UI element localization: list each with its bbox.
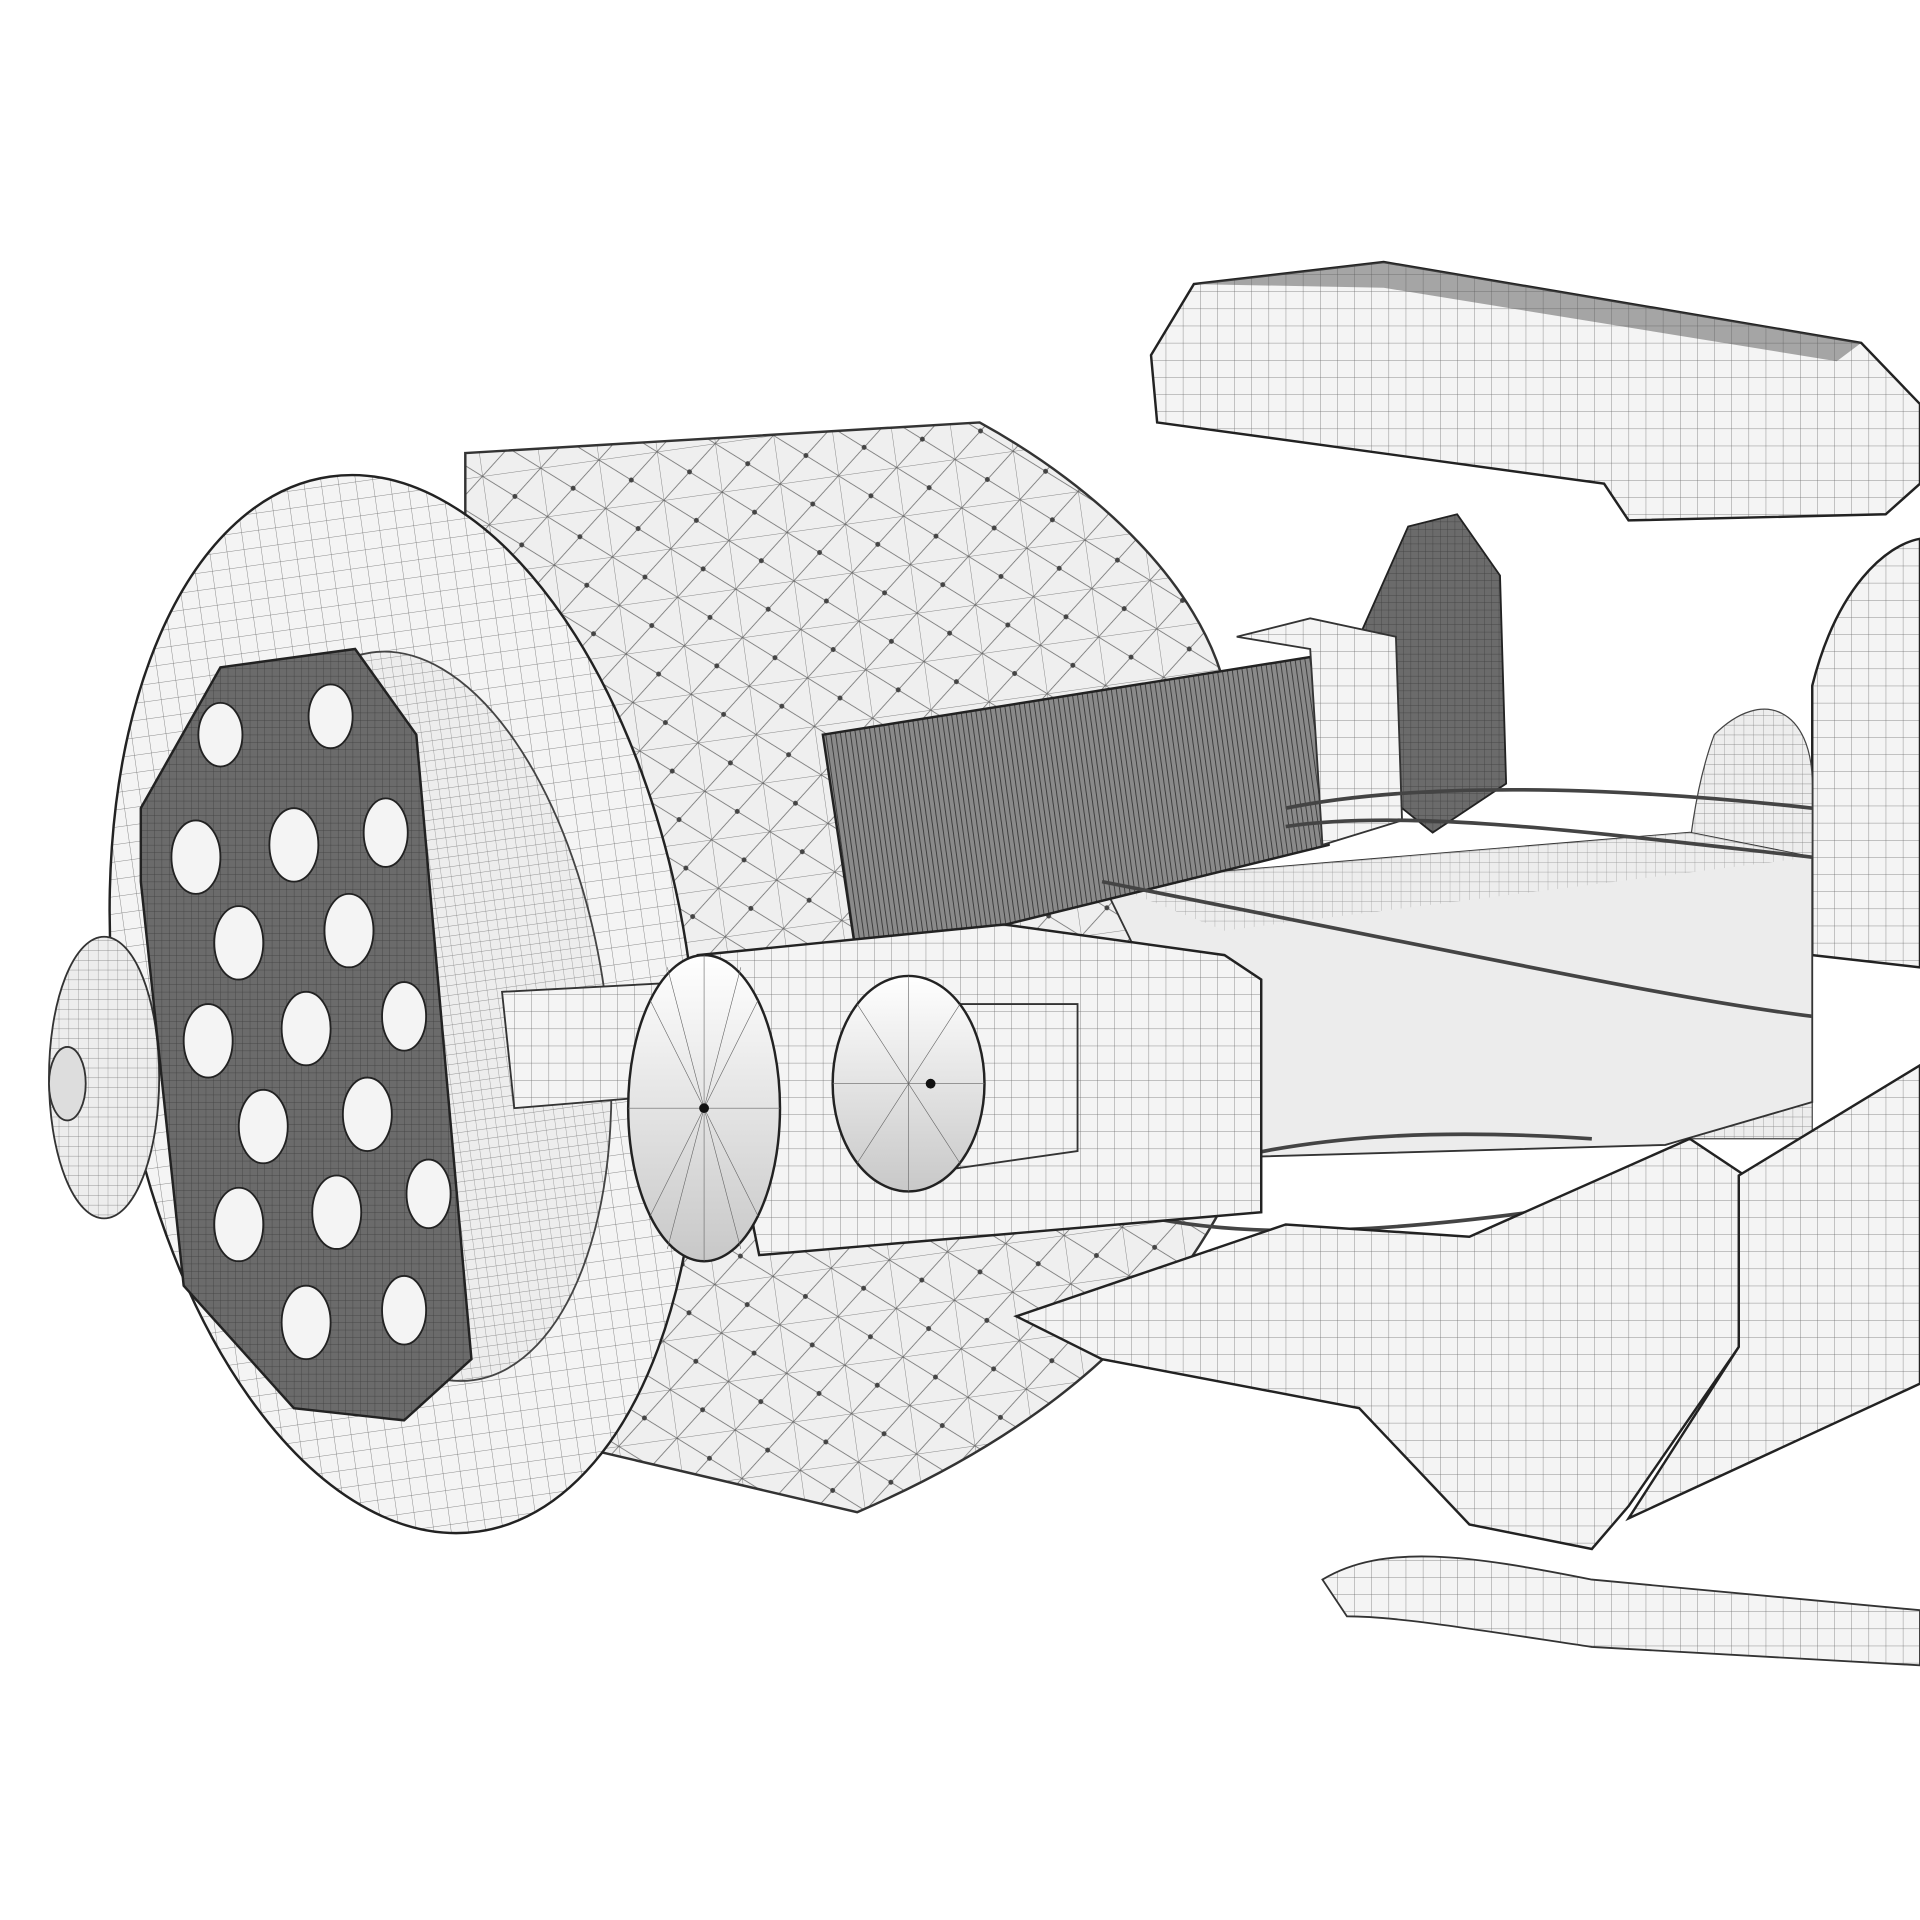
lower-wing-fairing — [1013, 1137, 1747, 1551]
lower-wing-side — [1625, 1063, 1920, 1522]
radiator — [821, 653, 1330, 963]
lower-frame-tube — [1321, 1555, 1920, 1667]
seat-edge — [1193, 262, 1862, 362]
canister-small-end-spokes — [832, 975, 985, 1192]
chassis-arm-mesh — [1102, 832, 1813, 931]
perforated-plate — [139, 647, 473, 1422]
rear-dome-housing — [1811, 537, 1920, 969]
canister-large-center — [699, 1103, 709, 1114]
canister-small-center — [925, 1078, 936, 1089]
hub-nut — [48, 1046, 87, 1122]
